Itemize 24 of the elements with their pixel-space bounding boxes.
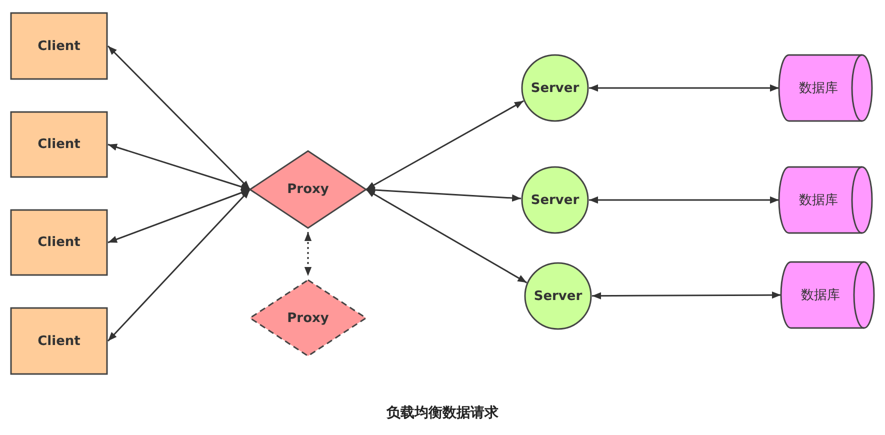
database-label: 数据库 (799, 80, 838, 97)
double-arrow (107, 45, 251, 190)
double-arrow (589, 196, 779, 204)
caption: 负载均衡数据请求 (386, 405, 498, 421)
database-label: 数据库 (799, 192, 838, 209)
node-label: Proxy (287, 310, 329, 326)
node-label: Server (530, 192, 580, 208)
double-arrow (304, 232, 312, 276)
database-label: 数据库 (801, 287, 840, 304)
node-label: Client (38, 235, 80, 250)
double-arrow (108, 188, 250, 244)
double-arrow (107, 188, 251, 342)
node-label: Proxy (287, 182, 329, 197)
node-label: Client (38, 38, 80, 54)
node-label: Client (38, 334, 80, 348)
node-label: Client (38, 137, 80, 152)
double-arrow (108, 144, 250, 190)
double-arrow (366, 186, 522, 202)
node-label: Server (530, 80, 580, 96)
double-arrow (366, 100, 524, 190)
node-label: Server (534, 288, 582, 304)
double-arrow (592, 291, 781, 300)
double-arrow (589, 84, 779, 92)
double-arrow (366, 188, 528, 284)
